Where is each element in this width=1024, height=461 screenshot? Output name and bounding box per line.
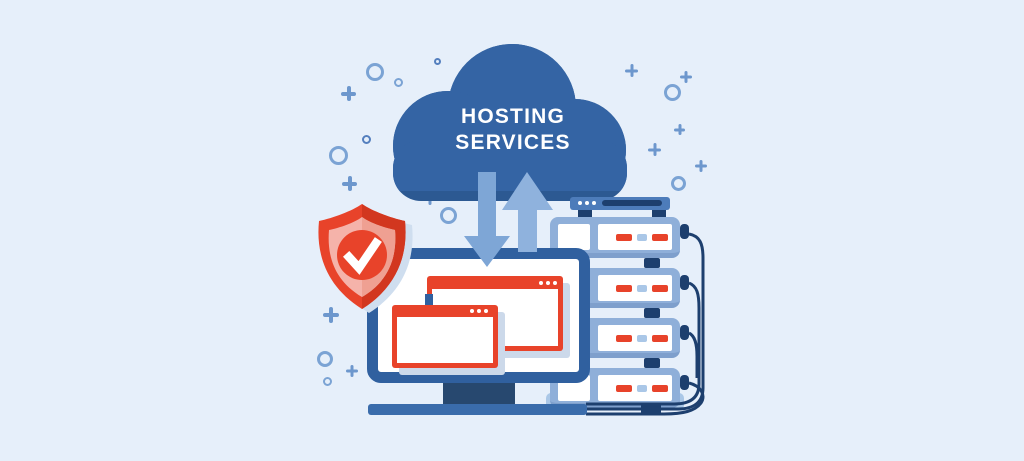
server-top-dot	[585, 201, 589, 205]
plus-decoration	[346, 365, 358, 377]
server-foot	[578, 210, 592, 218]
circle-decoration	[664, 84, 681, 101]
cloud-icon	[393, 44, 627, 201]
server-cable-knob	[680, 224, 689, 239]
monitor-base	[368, 404, 587, 415]
server-cable-knob	[680, 375, 689, 390]
server-led-red	[652, 385, 668, 392]
server-led-blue	[637, 285, 647, 292]
server-led-red	[616, 335, 632, 342]
window-layer-connector	[425, 294, 433, 306]
circle-decoration	[394, 78, 403, 87]
server-led-blue	[637, 234, 647, 241]
window-titlebar-dot	[546, 281, 550, 285]
monitor-stand	[443, 383, 515, 404]
server-cable-knob	[680, 275, 689, 290]
server-top-dot	[592, 201, 596, 205]
plus-decoration	[680, 71, 692, 83]
server-top-dot	[578, 201, 582, 205]
plus-decoration	[342, 176, 357, 191]
server-top-dash	[602, 200, 662, 206]
server-led-red	[652, 285, 668, 292]
plus-decoration	[695, 160, 707, 172]
circle-decoration	[362, 135, 371, 144]
cloud-label: HOSTING SERVICES	[400, 104, 626, 156]
circle-decoration	[434, 58, 441, 65]
server-led-red	[652, 335, 668, 342]
circle-decoration	[671, 176, 686, 191]
server-led-red	[652, 234, 668, 241]
window-titlebar-dot	[477, 309, 481, 313]
server-panel	[558, 224, 590, 250]
server-led-red	[616, 234, 632, 241]
server-rack-connector	[644, 308, 660, 318]
server-foot	[652, 210, 666, 218]
circle-decoration	[323, 377, 332, 386]
plus-decoration	[674, 124, 685, 135]
server-led-red	[616, 385, 632, 392]
window-titlebar-dot	[553, 281, 557, 285]
server-cable-knob	[680, 325, 689, 340]
shield-checkmark-icon	[318, 204, 413, 313]
server-led-red	[616, 285, 632, 292]
circle-decoration	[317, 351, 333, 367]
server-rack-connector	[644, 358, 660, 368]
cloud-label-line2: SERVICES	[455, 131, 571, 154]
browser-window-content	[397, 317, 493, 363]
window-titlebar-dot	[470, 309, 474, 313]
server-rack-connector	[644, 258, 660, 268]
circle-decoration	[329, 146, 348, 165]
window-titlebar-dot	[484, 309, 488, 313]
server-led-blue	[637, 335, 647, 342]
browser-window-front	[392, 305, 498, 368]
server-led-blue	[637, 385, 647, 392]
circle-decoration	[366, 63, 384, 81]
circle-decoration	[440, 207, 457, 224]
cloud-label-line1: HOSTING	[460, 105, 566, 128]
window-titlebar-dot	[539, 281, 543, 285]
plus-decoration	[341, 86, 356, 101]
cable-connector-block	[641, 404, 661, 415]
plus-decoration	[648, 143, 661, 156]
